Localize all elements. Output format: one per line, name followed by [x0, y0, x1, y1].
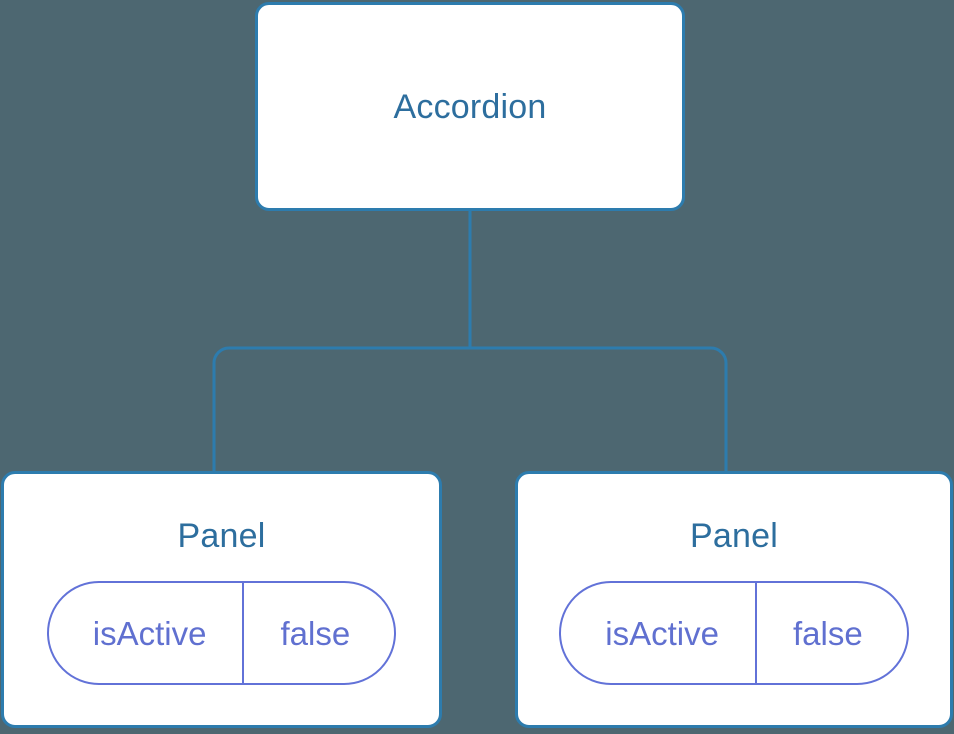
node-panel-1[interactable]: Panel isActive false — [515, 471, 953, 728]
prop-value: false — [242, 583, 394, 683]
node-title: Panel — [690, 517, 778, 555]
prop-badge[interactable]: isActive false — [559, 581, 909, 685]
node-title: Panel — [177, 517, 266, 555]
node-accordion[interactable]: Accordion — [255, 2, 685, 211]
prop-value: false — [754, 583, 907, 683]
node-title: Accordion — [393, 87, 547, 126]
prop-badge[interactable]: isActive false — [46, 581, 397, 685]
edge-accordion-to-panel-0 — [212, 346, 470, 474]
edge-accordion-to-panel-1 — [470, 346, 728, 474]
prop-key: isActive — [605, 614, 719, 652]
prop-key: isActive — [92, 614, 207, 652]
node-panel-0[interactable]: Panel isActive false — [1, 471, 442, 728]
